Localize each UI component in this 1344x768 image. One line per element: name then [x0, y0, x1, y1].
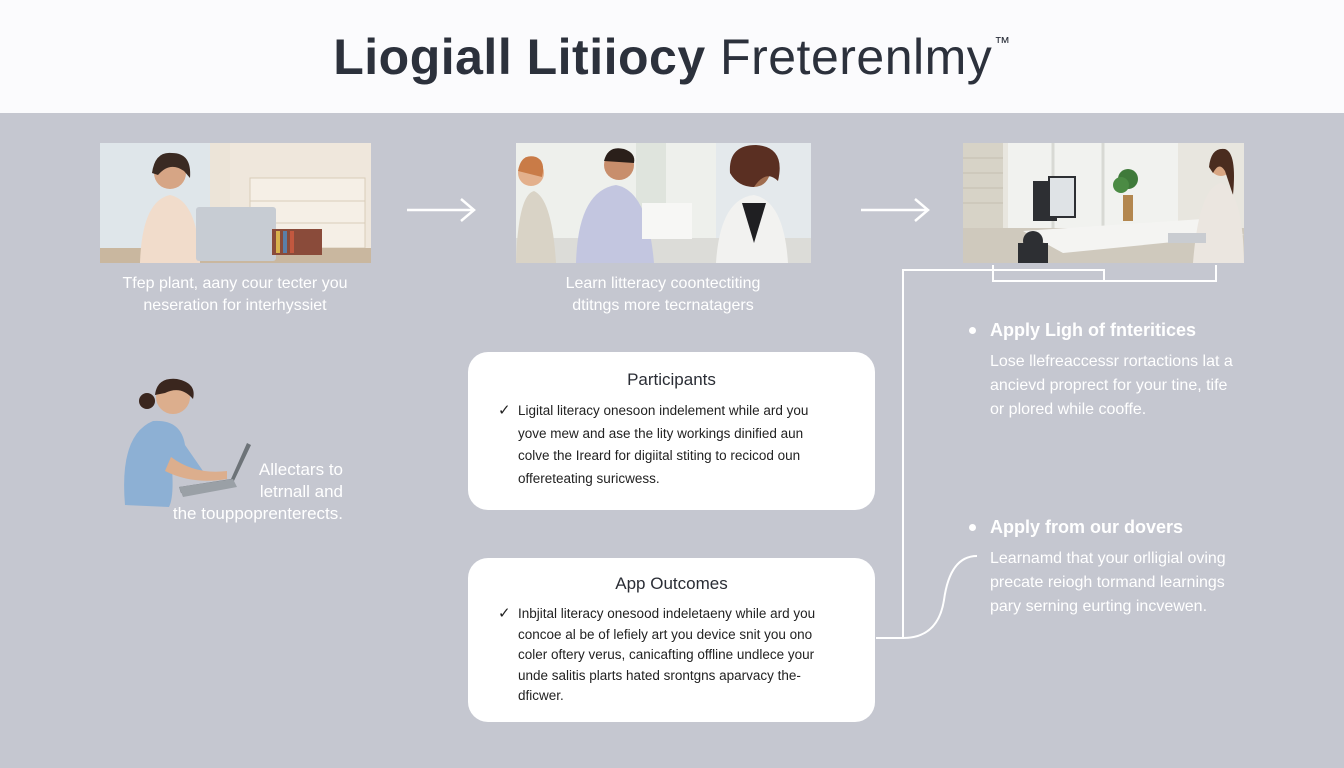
title-bold: Liogiall Litiiocy [333, 28, 706, 85]
person-laptop-illustration [115, 375, 260, 515]
bullet-line: Lose llefreaccessr rortactions lat a [990, 353, 1233, 370]
side-caption-line: Allectars to [258, 460, 343, 479]
step2-caption: Learn litteracy coontectiting dtitngs mo… [518, 273, 808, 317]
bullet-line: or plored while cooffe. [990, 401, 1147, 418]
participants-card: Participants ✓ Ligital literacy onesoon … [468, 352, 875, 510]
card-line: colve the Ireard for digiital stiting to… [518, 448, 801, 463]
step1-photo [100, 143, 371, 263]
checkmark-icon: ✓ [498, 402, 511, 419]
bullet-heading-text: Apply Ligh of fnteritices [990, 320, 1197, 340]
outcomes-card: App Outcomes ✓ Inbjital literacy onesood… [468, 558, 875, 722]
step2-caption-line: dtitngs more tecrnatagers [572, 297, 754, 314]
card-body: ✓ Ligital literacy onesoon indelement wh… [498, 400, 845, 490]
side-caption-line: the touppoprenterects. [172, 504, 343, 523]
card-line: concoe al be of lefiely art you device s… [518, 626, 813, 642]
card-line: unde salitis plarts hated srontgns aparv… [518, 667, 801, 683]
checkmark-icon: ✓ [498, 605, 511, 622]
bullet-heading: Apply from our dovers [969, 517, 1183, 538]
card-line: Ligital literacy onesoon indelement whil… [518, 403, 809, 418]
card-line: dficwer. [518, 688, 564, 703]
bullet-text: Learnamd that your orlligial oving preca… [990, 547, 1290, 619]
side-caption: Allectars to letrnall and the touppopren… [160, 459, 343, 525]
bullet-dot [969, 327, 976, 334]
card-line: offereteating suricwess. [518, 470, 660, 486]
bullet-heading: Apply Ligh of fnteritices [969, 320, 1196, 341]
trademark-mark: ™ [994, 34, 1011, 52]
step1-caption: Tfep plant, aany cour tecter you neserat… [95, 273, 375, 317]
card-title: Participants [627, 370, 716, 389]
side-caption-line: letrnall and [259, 482, 343, 501]
arrow-right-icon [407, 198, 476, 222]
card-line: yove mew and ase the lity workings dinif… [518, 425, 804, 441]
card-body: ✓ Inbjital literacy onesood indeletaeny … [498, 604, 845, 707]
arrow-right-icon [861, 198, 930, 222]
step2-caption-line: Learn litteracy coontectiting [565, 275, 761, 292]
card-title: App Outcomes [615, 574, 728, 593]
card-line: coler oftery verus, canicafting offline … [518, 647, 815, 662]
step3-photo [963, 143, 1244, 263]
bullet-line: precate reiogh tormand learnings [990, 574, 1225, 591]
bullet-heading-text: Apply from our dovers [990, 517, 1184, 537]
bullet-text: Lose llefreaccessr rortactions lat a anc… [990, 350, 1290, 422]
bullet-line: Learnamd that your orlligial oving [990, 550, 1226, 567]
step1-caption-line: neseration for interhyssiet [143, 297, 327, 314]
title-light: Freterenlmy [720, 28, 993, 85]
bullet-line: pary serning eurting incvewen. [990, 598, 1208, 615]
step2-photo [516, 143, 811, 263]
bullet-dot [969, 524, 976, 531]
bullet-line: ancievd proprect for your tine, tife [990, 377, 1228, 394]
step1-caption-line: Tfep plant, aany cour tecter you [122, 275, 348, 292]
card-line: Inbjital literacy onesood indeletaeny wh… [518, 606, 816, 621]
